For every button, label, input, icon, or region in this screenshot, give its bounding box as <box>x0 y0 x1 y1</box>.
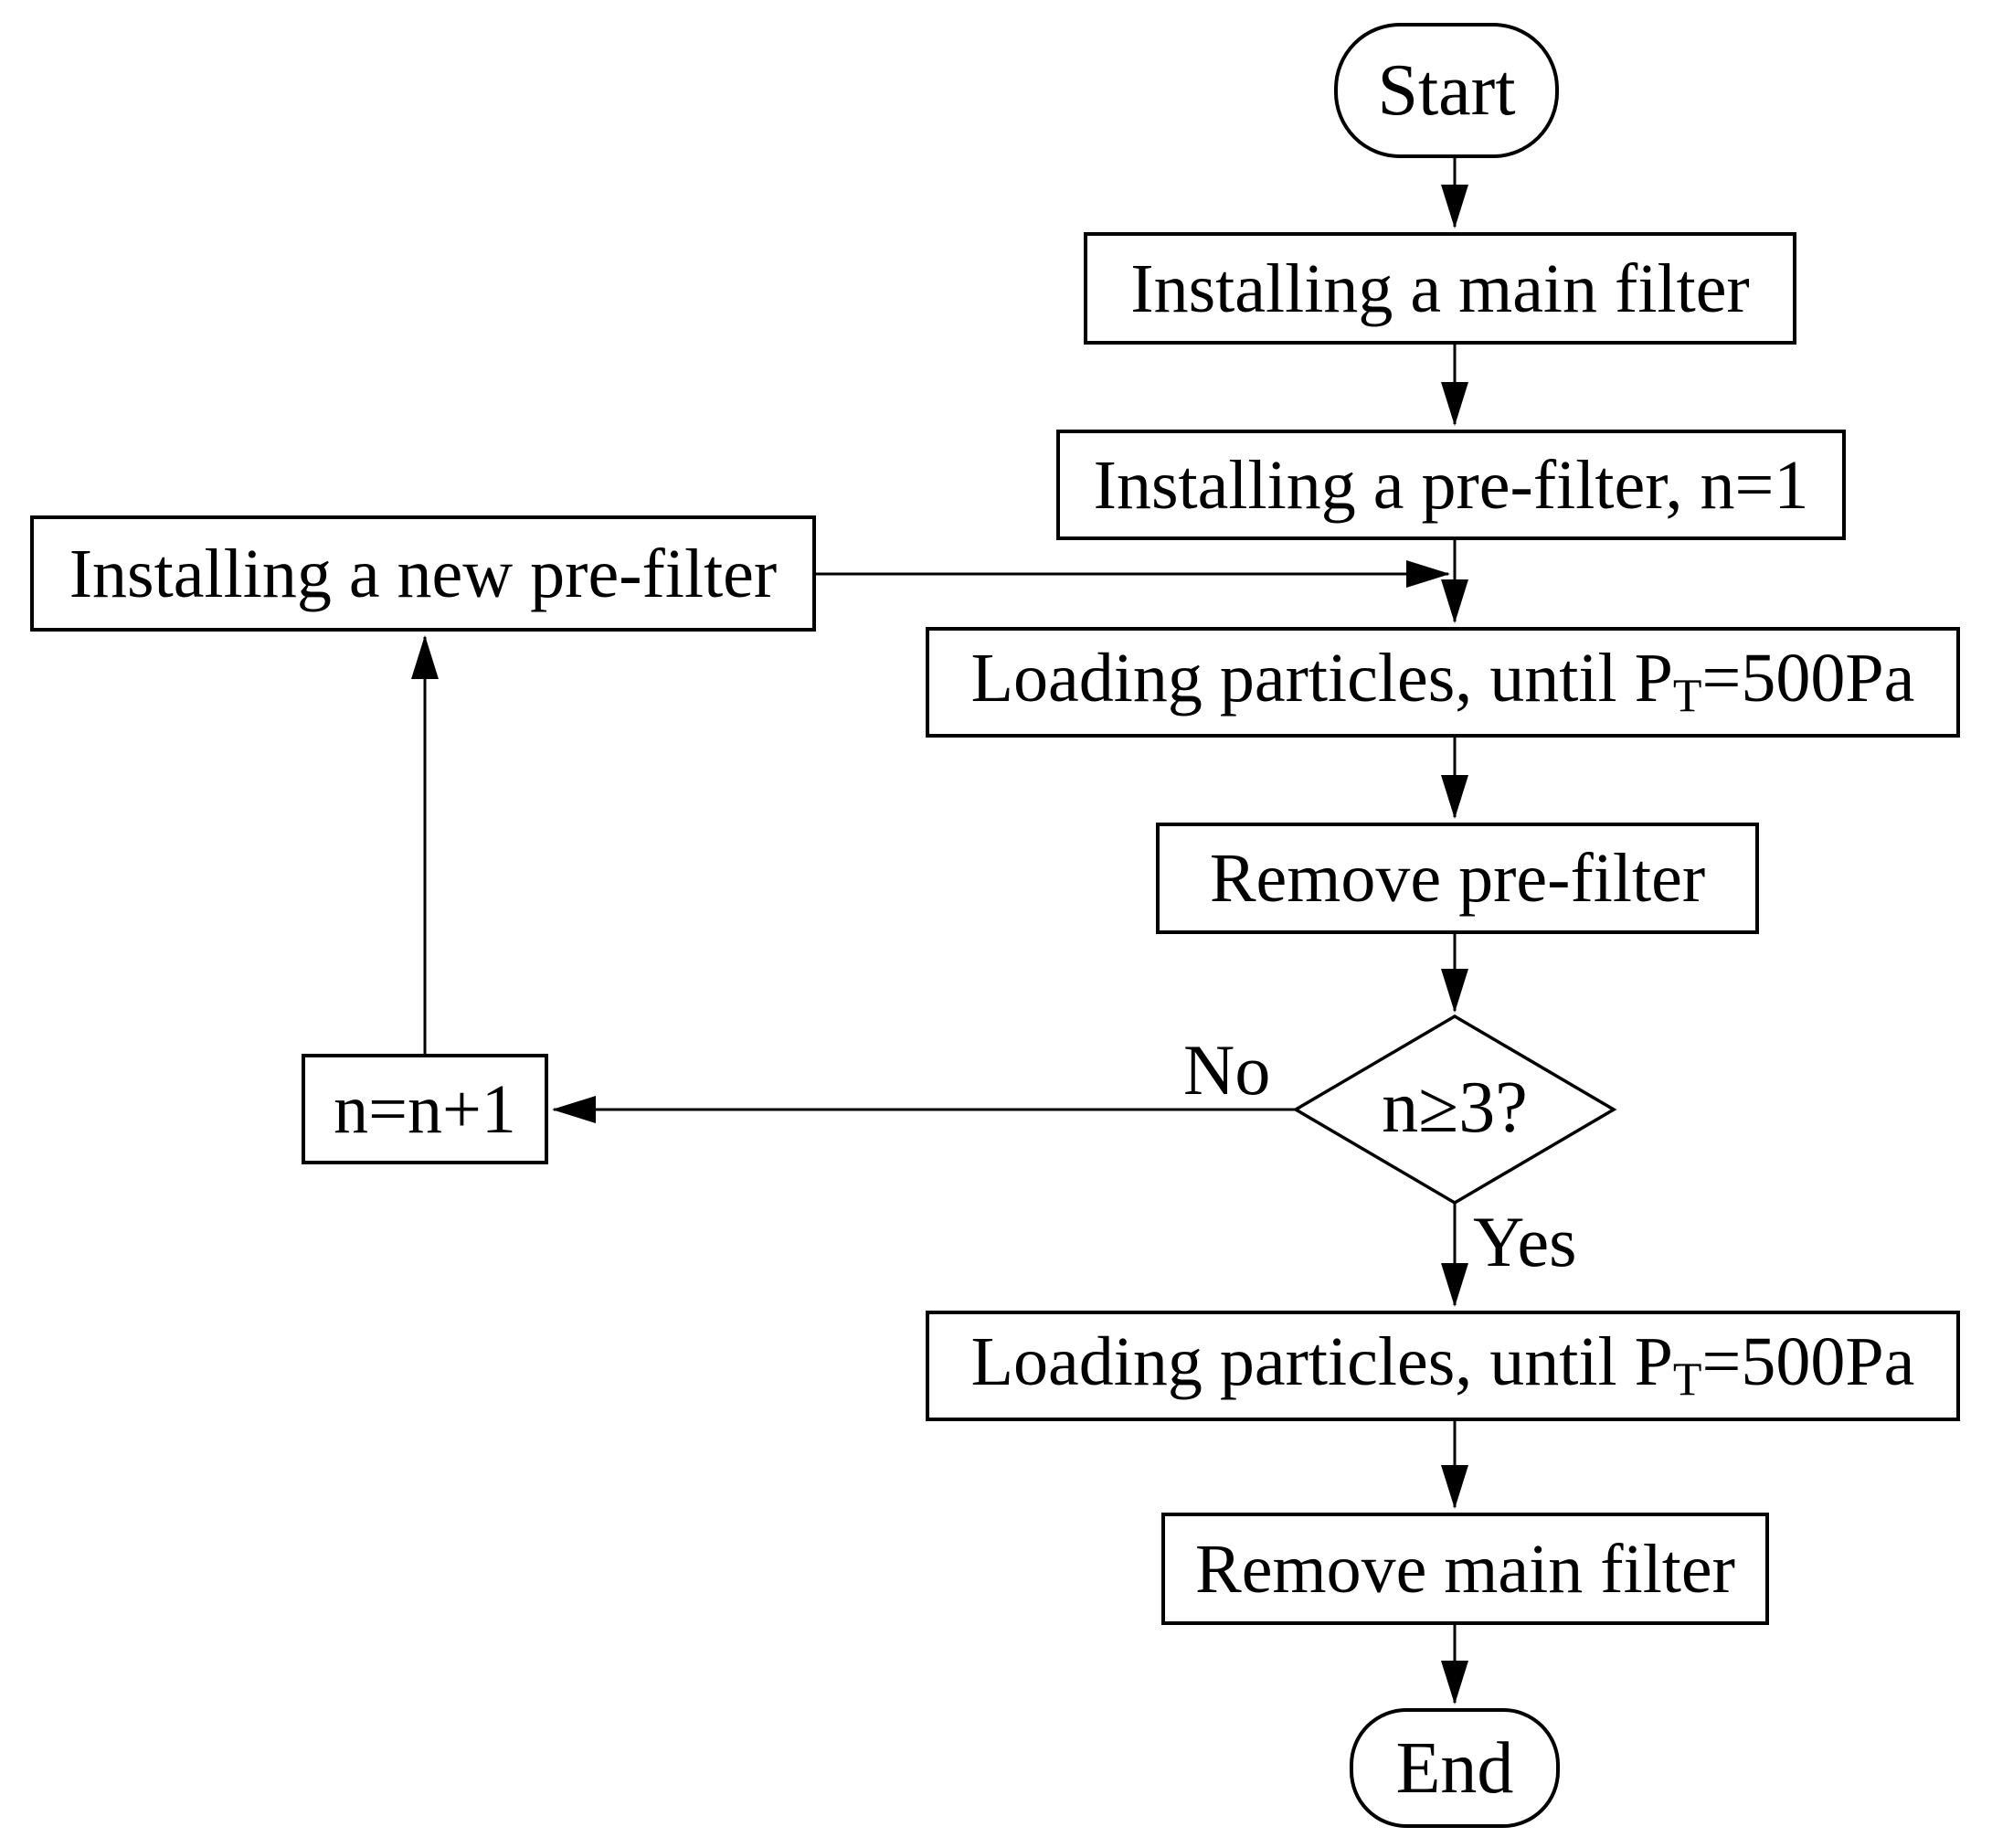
node-remove-pre-filter: Remove pre-filter <box>1156 823 1759 934</box>
node-loading-particles-2: Loading particles, until PT=500Pa <box>926 1311 1960 1421</box>
node-end: End <box>1350 1708 1560 1828</box>
edge-label-no: No <box>1183 1030 1271 1110</box>
node-install-new-pre-filter-label: Installing a new pre-filter <box>69 535 778 612</box>
node-remove-main-filter: Remove main filter <box>1161 1513 1769 1625</box>
node-install-main-filter-label: Installing a main filter <box>1130 250 1750 327</box>
loading-2-text: Loading particles, until P <box>970 1323 1673 1401</box>
node-end-label: End <box>1395 1727 1514 1809</box>
node-install-pre-filter: Installing a pre-filter, n=1 <box>1056 430 1846 540</box>
node-start: Start <box>1334 23 1559 158</box>
node-loading-particles-1-label: Loading particles, until PT=500Pa <box>971 643 1915 720</box>
node-increment-n-label: n=n+1 <box>334 1070 516 1148</box>
loading-1-subscript: T <box>1672 670 1702 723</box>
node-remove-main-filter-label: Remove main filter <box>1195 1530 1735 1608</box>
node-start-label: Start <box>1377 50 1516 131</box>
loading-2-subscript: T <box>1672 1354 1702 1407</box>
node-remove-pre-filter-label: Remove pre-filter <box>1209 840 1706 917</box>
loading-1-text-tail: =500Pa <box>1701 640 1915 717</box>
loading-2-text-tail: =500Pa <box>1701 1323 1915 1401</box>
decision-diamond-shape <box>1292 1014 1617 1205</box>
node-install-main-filter: Installing a main filter <box>1084 232 1796 345</box>
node-install-new-pre-filter: Installing a new pre-filter <box>30 515 816 632</box>
edge-label-yes: Yes <box>1473 1202 1577 1281</box>
node-install-pre-filter-label: Installing a pre-filter, n=1 <box>1093 446 1809 524</box>
node-decision-label: n≥3? <box>1382 1067 1528 1148</box>
node-loading-particles-2-label: Loading particles, until PT=500Pa <box>971 1327 1915 1404</box>
loading-1-text: Loading particles, until P <box>970 640 1673 717</box>
node-increment-n: n=n+1 <box>302 1054 548 1164</box>
node-loading-particles-1: Loading particles, until PT=500Pa <box>926 627 1960 738</box>
